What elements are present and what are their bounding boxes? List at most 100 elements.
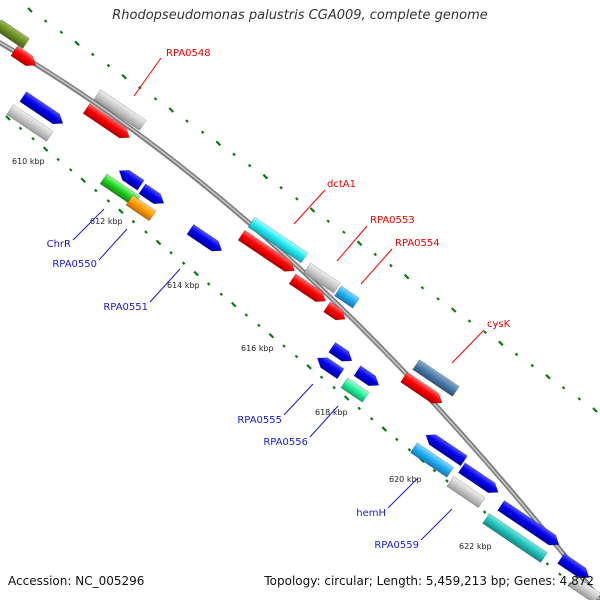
gc-tick (27, 7, 33, 13)
gene-orange (125, 194, 157, 222)
gene-label-leader (420, 508, 453, 541)
gene-red-b (323, 301, 346, 321)
gene-red-b-body (323, 301, 346, 321)
gc-tick (342, 230, 346, 235)
gc-tick (121, 73, 127, 80)
gc-tick (545, 373, 551, 380)
gene-olive (0, 19, 30, 49)
gc-tick (31, 136, 35, 141)
gene-features (0, 19, 600, 600)
gene-grey-b (568, 576, 600, 600)
gene-sky-hemh-body (409, 442, 455, 478)
gc-tick (558, 572, 562, 577)
gene-blue-a-body (19, 91, 64, 125)
gc-tick (514, 352, 519, 357)
gene-steel-cysk (412, 359, 460, 397)
gc-tick (5, 115, 11, 121)
gene-blue-b-body (118, 169, 145, 191)
gene-label-leader (387, 477, 419, 509)
gene-blue-f-body (425, 434, 468, 467)
gc-tick (42, 146, 49, 152)
gene-grey-b-body (568, 576, 600, 600)
gc-tick (319, 375, 324, 380)
gene-blue-rpa0555-body (316, 357, 345, 380)
kbp-marker-label: 618 kbp (315, 408, 348, 417)
gc-tick (219, 292, 224, 297)
gc-tick (445, 479, 449, 483)
gene-sky-rpa0554-body (334, 285, 360, 309)
gene-red-a-body (10, 45, 37, 67)
gc-tick (244, 313, 249, 317)
gc-tick (395, 437, 399, 442)
gene-label: RPA0555 (237, 415, 282, 426)
gc-tick (90, 52, 95, 57)
gc-tick (144, 230, 148, 234)
gene-blue-c-body (138, 183, 165, 205)
map-title: Rhodopseudomonas palustris CGA009, compl… (112, 8, 488, 23)
gene-grey-rpa0548 (93, 89, 147, 131)
gc-tick (106, 199, 111, 203)
gene-label: ChrR (47, 239, 71, 250)
gene-label: RPA0559 (374, 540, 419, 551)
gc-tick (153, 97, 158, 101)
kbp-marker-label: 620 kbp (389, 475, 422, 484)
gene-blue-a (19, 91, 64, 125)
gc-tick (530, 363, 535, 368)
gc-tick (74, 40, 80, 47)
gene-olive-body (0, 19, 30, 49)
gene-grey-a (6, 104, 54, 142)
gc-tick (231, 301, 237, 308)
gc-tick (215, 140, 222, 147)
gene-label: hemH (356, 508, 386, 519)
gc-tick (294, 354, 299, 359)
gene-mint-rpa0556 (340, 377, 370, 403)
gc-tick (373, 252, 378, 257)
gc-tick (206, 282, 211, 286)
gene-grey-rpa0553 (303, 262, 341, 294)
gene-blue-i (557, 553, 590, 579)
gc-tick (181, 261, 186, 265)
gc-tick (356, 240, 363, 247)
gc-tick (18, 126, 23, 131)
gc-tick (282, 344, 286, 348)
accession-text: Accession: NC_005296 (8, 574, 145, 588)
genome-backbone (0, 40, 600, 600)
gc-tick (68, 168, 73, 172)
gc-tick (155, 239, 162, 246)
gene-blue-h (497, 500, 560, 546)
gc-tick (343, 395, 350, 401)
gene-blue-e (353, 365, 380, 387)
gc-tick (200, 130, 205, 135)
gc-tick (232, 152, 236, 157)
genome-summary-text: Topology: circular; Length: 5,459,213 bp… (264, 574, 594, 588)
gc-tick (295, 197, 299, 201)
kbp-marker-label: 612 kbp (90, 217, 123, 226)
gene-grey-rpa0548-body (93, 89, 147, 131)
gene-cyan-dcta1 (247, 216, 309, 264)
gene-label: cysK (487, 319, 511, 330)
gene-label: RPA0554 (395, 238, 440, 249)
gc-tick (403, 273, 410, 280)
gc-tick (262, 173, 269, 180)
gene-label-leader (98, 228, 128, 261)
gc-tick (498, 340, 504, 347)
gene-label-leader (451, 329, 485, 364)
gc-tick (268, 332, 275, 339)
gene-label-leader (283, 383, 314, 416)
gene-blue-rpa0551 (186, 223, 223, 252)
gene-sky-hemh (409, 442, 455, 478)
gene-grey-rpa0553-body (303, 262, 341, 294)
gene-label: dctA1 (327, 179, 356, 190)
gene-red-dcta1 (237, 229, 295, 272)
gc-tick (357, 406, 361, 411)
gc-tick (169, 251, 173, 255)
gene-label-leader (360, 248, 393, 285)
kbp-marker-label: 614 kbp (167, 281, 200, 290)
gene-label-leader (336, 225, 368, 262)
gene-blue-b (118, 169, 145, 191)
gc-track-outer (27, 7, 598, 413)
gene-label-leader (293, 189, 326, 225)
gc-tick (306, 364, 312, 370)
